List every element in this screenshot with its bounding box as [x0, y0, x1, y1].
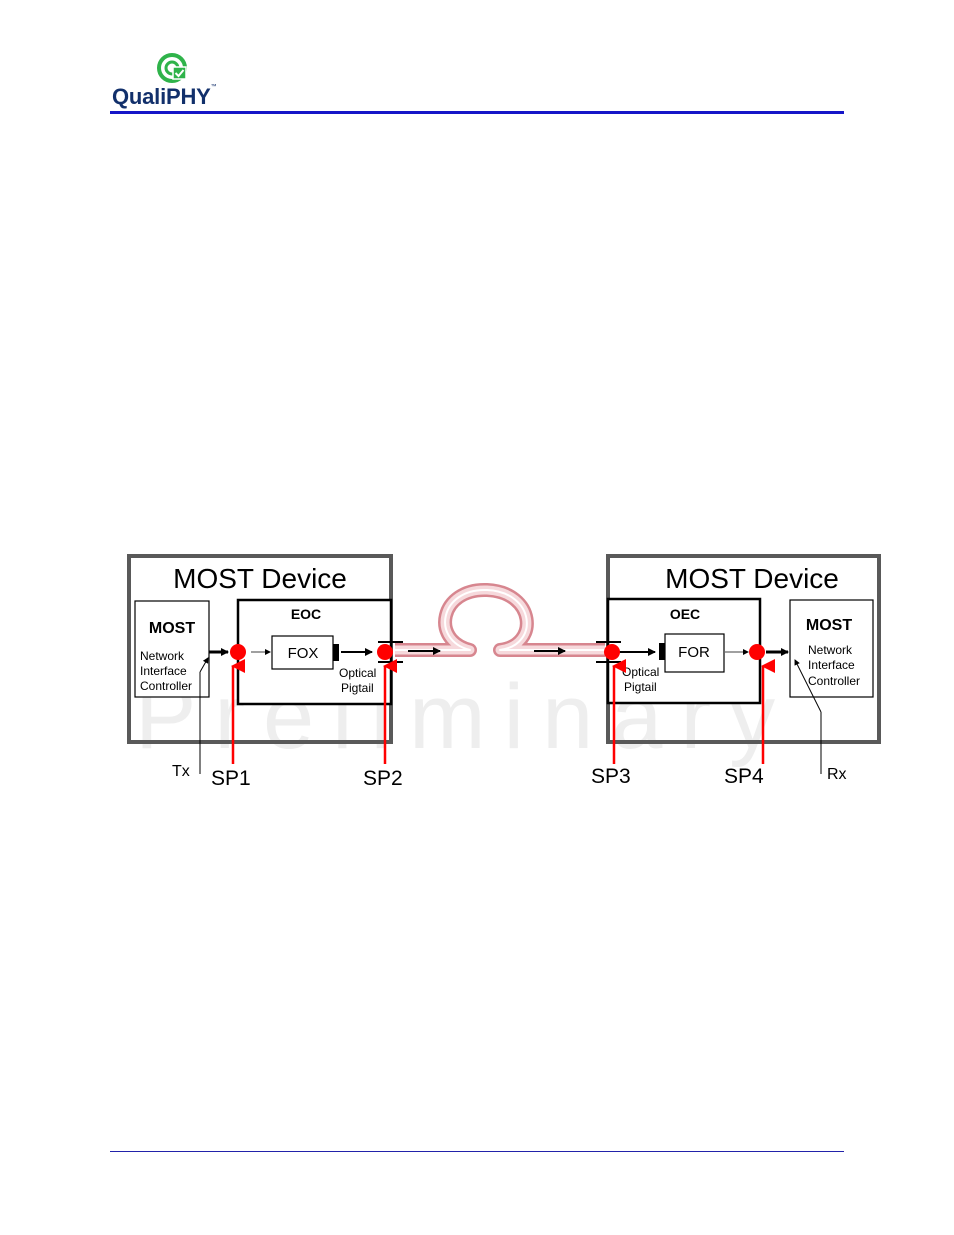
for-connector — [659, 643, 665, 660]
fox-box — [271, 635, 334, 670]
sp4-label: SP4 — [724, 765, 764, 788]
logo-wordmark: QualiPHY™ — [112, 84, 217, 110]
signal-point-sp4: SP4 — [724, 644, 775, 788]
sp3-label: SP3 — [591, 765, 631, 788]
optical-fiber — [395, 583, 605, 657]
for-label: FOR — [678, 644, 710, 661]
signal-point-sp1: SP1 — [211, 644, 251, 790]
left-nic-line-3: Controller — [140, 679, 192, 693]
right-pigtail-line-2: Pigtail — [624, 680, 657, 694]
left-nic-box — [134, 600, 210, 698]
right-most-device: MOST Device OEC FOR Optical Pigtail MOST… — [596, 554, 881, 744]
logo-trademark: ™ — [210, 84, 217, 90]
right-nic-line-1: Network — [808, 643, 853, 657]
right-nic-box — [789, 599, 874, 698]
right-pigtail-line-1: Optical — [622, 665, 659, 679]
right-nic-title: MOST — [806, 617, 852, 634]
left-nic-line-2: Interface — [140, 664, 187, 678]
sp4-dot — [749, 644, 765, 660]
sp1-dot — [230, 644, 246, 660]
header-rule — [110, 111, 844, 114]
signal-point-sp3: SP3 — [591, 644, 631, 788]
left-most-device: MOST Device MOST Network Interface Contr… — [127, 554, 403, 744]
sp2-label: SP2 — [363, 767, 403, 790]
footer-rule — [110, 1151, 844, 1152]
right-nic-line-3: Controller — [808, 674, 860, 688]
left-nic-title: MOST — [149, 620, 195, 637]
fox-label: FOX — [288, 645, 319, 662]
sp3-dot — [604, 644, 620, 660]
rx-label: Rx — [827, 766, 847, 783]
logo-name: QualiPHY — [112, 84, 211, 109]
fox-connector — [333, 644, 339, 661]
oec-label: OEC — [670, 606, 700, 622]
qualiphy-logo-icon — [157, 53, 187, 83]
tx-leader-tip — [199, 657, 209, 673]
left-nic-line-1: Network — [140, 649, 185, 663]
right-device-title: MOST Device — [665, 563, 839, 594]
left-pigtail-line-1: Optical — [339, 666, 376, 680]
sp1-label: SP1 — [211, 767, 251, 790]
right-nic-line-2: Interface — [808, 658, 855, 672]
qualiphy-logo: QualiPHY™ — [112, 52, 252, 112]
left-device-title: MOST Device — [173, 563, 347, 594]
tx-label: Tx — [172, 763, 190, 780]
left-pigtail-line-2: Pigtail — [341, 681, 374, 695]
signal-point-sp2: SP2 — [363, 644, 403, 790]
eoc-label: EOC — [291, 606, 321, 622]
sp2-dot — [377, 644, 393, 660]
rx-leader-tip — [794, 659, 822, 713]
